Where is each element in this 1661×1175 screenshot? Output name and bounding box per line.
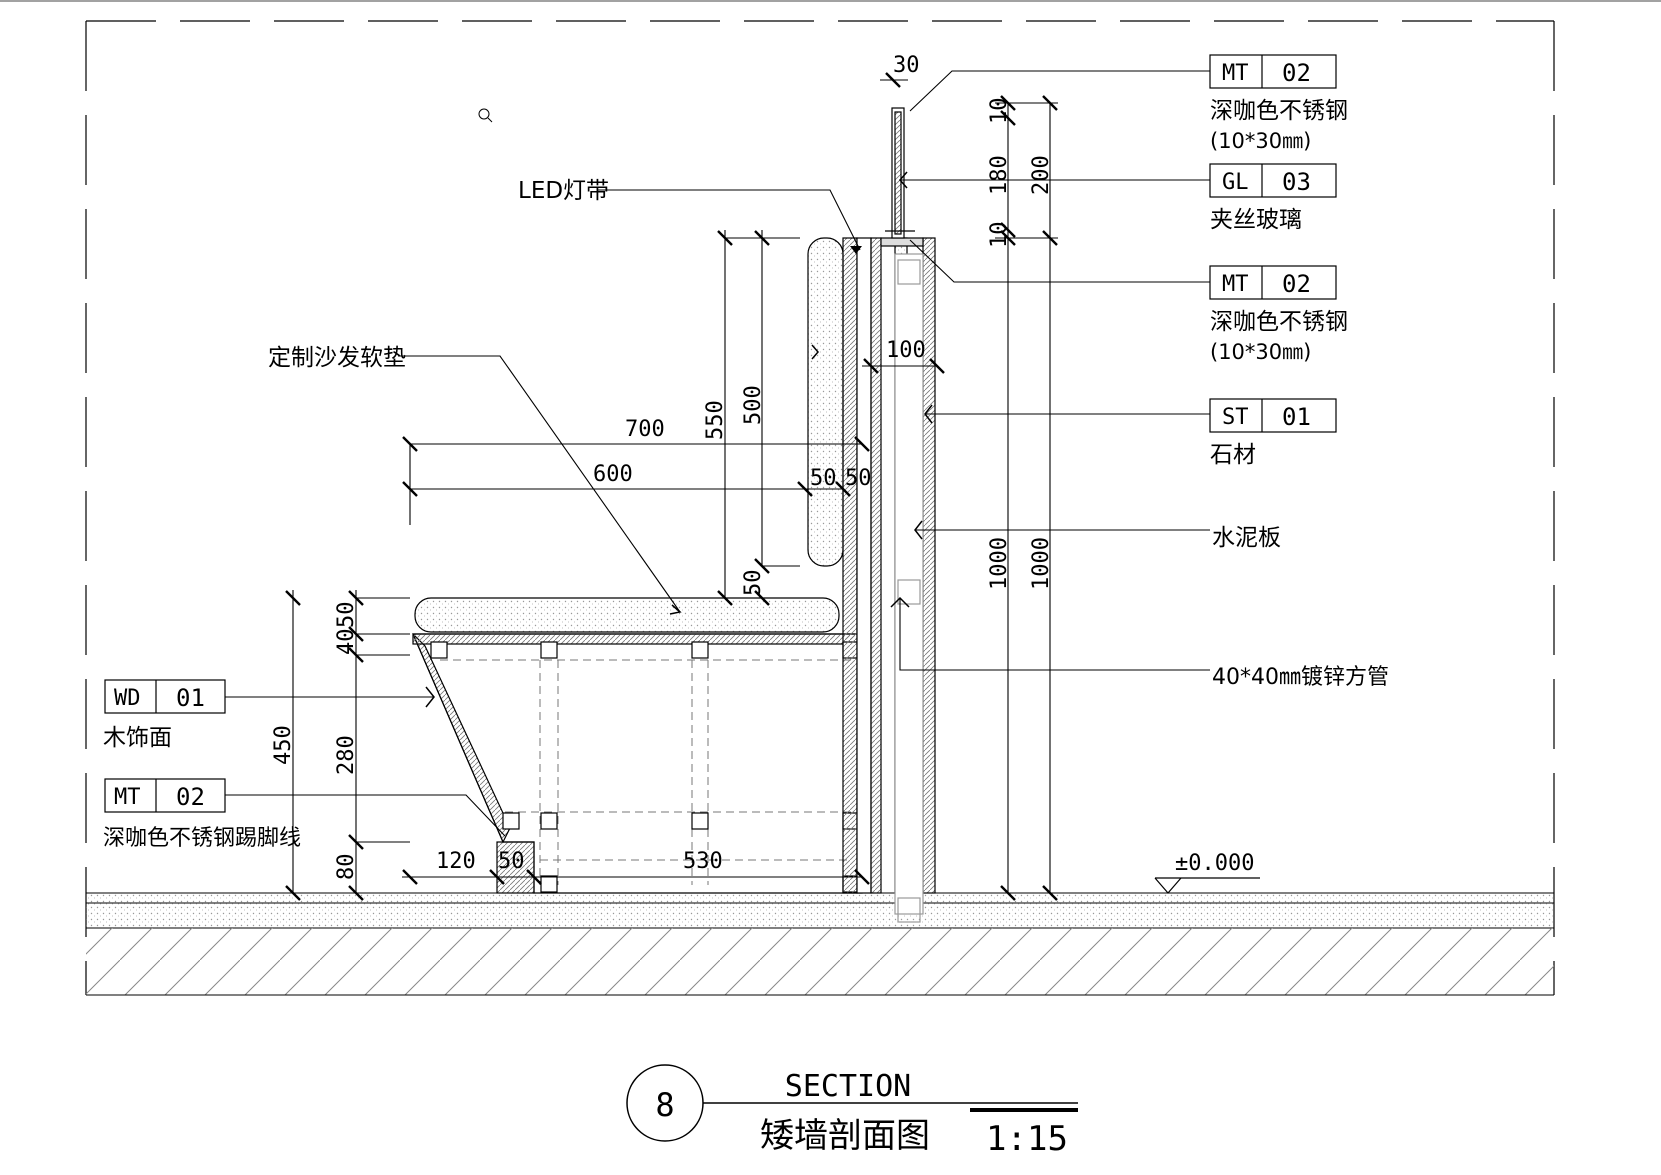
label-level: ±0.000 [1175, 851, 1254, 876]
back-cushion [807, 237, 844, 567]
label-led: LED灯带 [518, 178, 609, 204]
dimension-ticks [285, 72, 1058, 901]
dim-50-left: 50 [810, 466, 837, 491]
tag-gl03-num: 03 [1282, 168, 1311, 196]
title-zh: 矮墙剖面图 [760, 1116, 930, 1156]
dim-10-bottom: 10 [987, 222, 1012, 249]
tag-mt02-top-spec: (10*30㎜) [1210, 129, 1311, 153]
dim-180: 180 [987, 155, 1012, 195]
dim-30: 30 [893, 53, 920, 78]
tag-gl03-desc: 夹丝玻璃 [1210, 207, 1302, 233]
dim-50-right: 50 [845, 466, 872, 491]
tag-mt02-kick-desc: 深咖色不锈钢踢脚线 [103, 826, 301, 851]
tag-st01-code: ST [1222, 405, 1249, 430]
title-block [626, 1064, 1078, 1142]
tag-mt02-kick-code: MT [114, 785, 141, 810]
ground-slab [85, 892, 1555, 996]
dim-50-kick: 50 [498, 849, 525, 874]
annotation-texts: LED灯带 定制沙发软垫 水泥板 40*40㎜镀锌方管 ±0.000 MT 02… [103, 59, 1389, 876]
dim-550: 550 [703, 400, 728, 440]
sofa-base [412, 633, 863, 894]
dimension-texts: 30 10 180 200 10 100 700 600 550 500 50 … [271, 53, 1054, 880]
dim-700: 700 [625, 417, 665, 442]
label-cushion: 定制沙发软垫 [268, 345, 406, 371]
dim-1000-b: 1000 [1029, 537, 1054, 590]
tag-mt02-mid-num: 02 [1282, 270, 1311, 298]
title-scale: 1:15 [986, 1119, 1068, 1159]
dim-200: 200 [1029, 155, 1054, 195]
dim-50-cushion: 50 [741, 570, 766, 597]
tag-st01-desc: 石材 [1210, 442, 1256, 468]
dim-450: 450 [271, 725, 296, 765]
tag-mt02-top-num: 02 [1282, 59, 1311, 87]
tag-mt02-mid-code: MT [1222, 272, 1249, 297]
dim-10-top: 10 [987, 98, 1012, 125]
drawing-frame [85, 20, 1555, 995]
dim-1000-a: 1000 [987, 537, 1012, 590]
dim-280: 280 [334, 735, 359, 775]
label-steel-tube: 40*40㎜镀锌方管 [1212, 665, 1389, 690]
dim-530: 530 [683, 849, 723, 874]
dim-120: 120 [436, 849, 476, 874]
dimension-lines [292, 79, 1058, 893]
leader-arrows [425, 171, 933, 708]
dim-100: 100 [886, 338, 926, 363]
tag-gl03-code: GL [1222, 170, 1249, 195]
tag-wd01-code: WD [114, 686, 141, 711]
tag-mt02-mid-desc: 深咖色不锈钢 [1210, 309, 1348, 335]
label-cement-board: 水泥板 [1212, 525, 1281, 551]
dim-40: 40 [334, 629, 359, 656]
tag-mt02-mid-spec: (10*30㎜) [1210, 340, 1311, 364]
level-mark [1154, 877, 1260, 894]
magnifier-icon [478, 108, 493, 123]
tag-mt02-top-desc: 深咖色不锈钢 [1210, 98, 1348, 124]
low-wall [842, 107, 936, 923]
dim-600: 600 [593, 462, 633, 487]
seat-cushion [414, 597, 840, 633]
tag-mt02-top-code: MT [1222, 61, 1249, 86]
tag-wd01-desc: 木饰面 [103, 725, 172, 751]
tag-mt02-kick-num: 02 [176, 783, 205, 811]
tag-boxes [104, 54, 1337, 813]
title-texts: 8 SECTION 矮墙剖面图 1:15 [655, 1069, 1068, 1159]
dim-50-seat: 50 [334, 602, 359, 629]
tag-wd01-num: 01 [176, 684, 205, 712]
dim-80: 80 [334, 854, 359, 881]
title-en: SECTION [785, 1069, 911, 1104]
dim-500: 500 [741, 385, 766, 425]
tag-st01-num: 01 [1282, 403, 1311, 431]
drawing-number: 8 [655, 1086, 674, 1124]
leaders [224, 70, 1210, 837]
